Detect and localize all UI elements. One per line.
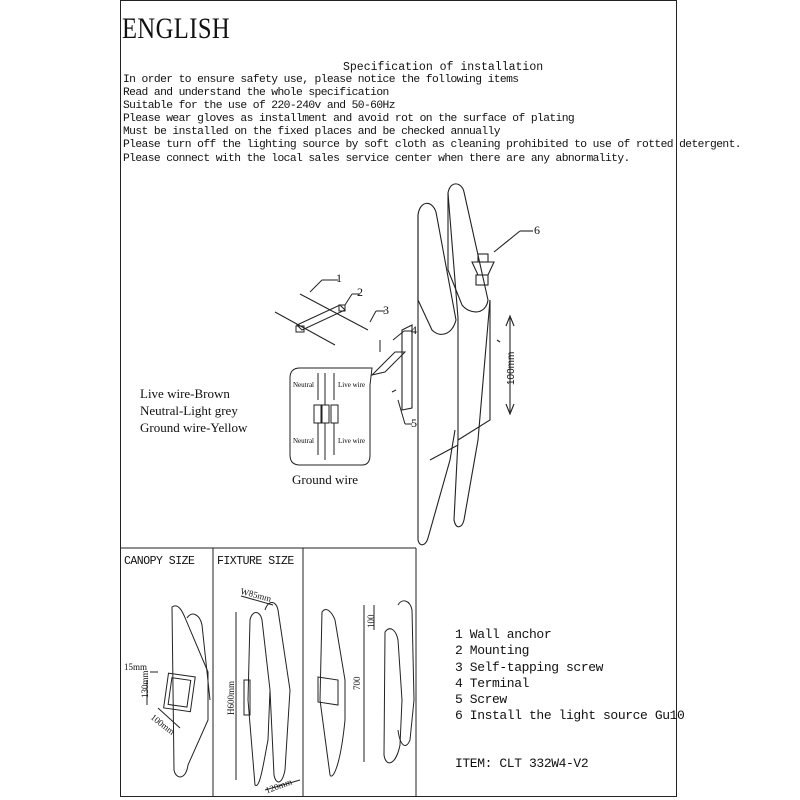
neutral-label: Neutral — [293, 381, 314, 389]
specification-heading: Specification of installation — [343, 61, 544, 74]
part-item: 4 Terminal — [455, 675, 530, 691]
wire-ground: Ground wire-Yellow — [140, 420, 248, 435]
side-view-drawing — [317, 600, 415, 777]
panel-grid — [120, 547, 417, 797]
dimension-100mm: 100mm — [506, 351, 517, 385]
fixture-size-label: FIXTURE SIZE — [217, 555, 294, 568]
page-frame — [120, 0, 677, 797]
wire-live: Live wire-Brown — [140, 386, 230, 401]
parts-list: 1 Wall anchor 2 Mounting 3 Self-tapping … — [455, 627, 685, 725]
canopy-size-label: CANOPY SIZE — [124, 555, 195, 568]
spec-line: Please wear gloves as installment and av… — [123, 113, 575, 126]
live-label: Live wire — [338, 381, 365, 389]
canopy-dim-depth: 15mm — [124, 662, 148, 672]
callout-6: 6 — [534, 223, 540, 237]
wire-color-legend: Live wire-Brown Neutral-Light grey Groun… — [140, 385, 247, 436]
wire-neutral: Neutral-Light grey — [140, 403, 238, 418]
callout-2: 2 — [357, 285, 363, 299]
fixture-dim-height: H600mm — [226, 680, 236, 715]
part-item: 6 Install the light source Gu10 — [455, 708, 685, 724]
neutral-label: Neutral — [293, 437, 314, 445]
part-item: 1 Wall anchor — [455, 627, 552, 642]
ground-wire-label: Ground wire — [292, 472, 359, 487]
callout-4: 4 — [411, 323, 417, 337]
spec-line: Please turn off the lighting source by s… — [123, 139, 742, 152]
item-code: ITEM: CLT 332W4-V2 — [455, 756, 589, 771]
fixture-main-drawing — [401, 183, 533, 546]
canopy-dim-height: 130mm — [140, 670, 150, 698]
fixture-size-drawing — [235, 595, 301, 791]
mounting-parts-drawing — [274, 279, 412, 466]
part-item: 3 Self-tapping screw — [455, 659, 604, 675]
canopy-drawing — [146, 605, 211, 778]
callout-1: 1 — [336, 271, 342, 285]
side-dim-700: 700 — [352, 676, 362, 691]
part-item: 5 Screw — [455, 692, 507, 708]
callout-3: 3 — [383, 303, 389, 317]
side-dim-100: 100 — [366, 614, 376, 629]
part-item: 2 Mounting — [455, 643, 530, 659]
language-title: ENGLISH — [122, 12, 231, 45]
callout-5: 5 — [411, 416, 417, 430]
live-label: Live wire — [338, 437, 365, 445]
spec-line: Suitable for the use of 220-240v and 50-… — [123, 100, 395, 113]
spec-line: Must be installed on the fixed places an… — [123, 126, 501, 139]
spec-line: Please connect with the local sales serv… — [123, 152, 630, 165]
spec-line: Read and understand the whole specificat… — [123, 87, 389, 100]
specification-list: In order to ensure safety use, please no… — [123, 74, 742, 166]
spec-line: In order to ensure safety use, please no… — [123, 74, 519, 86]
